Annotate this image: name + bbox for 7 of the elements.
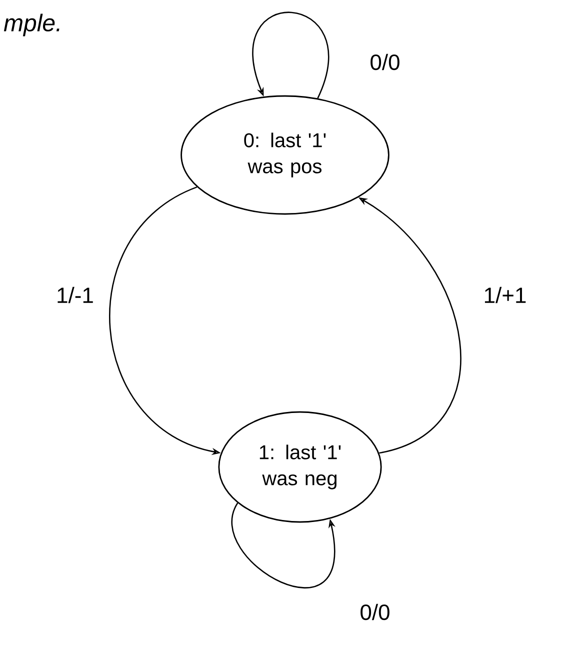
edge-label: 1/-1 [54,284,96,306]
edge-label: 0/0 [368,52,402,72]
transition-arrow [232,502,336,588]
edge-label: 1/+1 [481,284,529,306]
heading-fragment: mple. [4,14,60,36]
edge-label: 0/0 [358,602,392,622]
transition-arrow [252,12,330,99]
